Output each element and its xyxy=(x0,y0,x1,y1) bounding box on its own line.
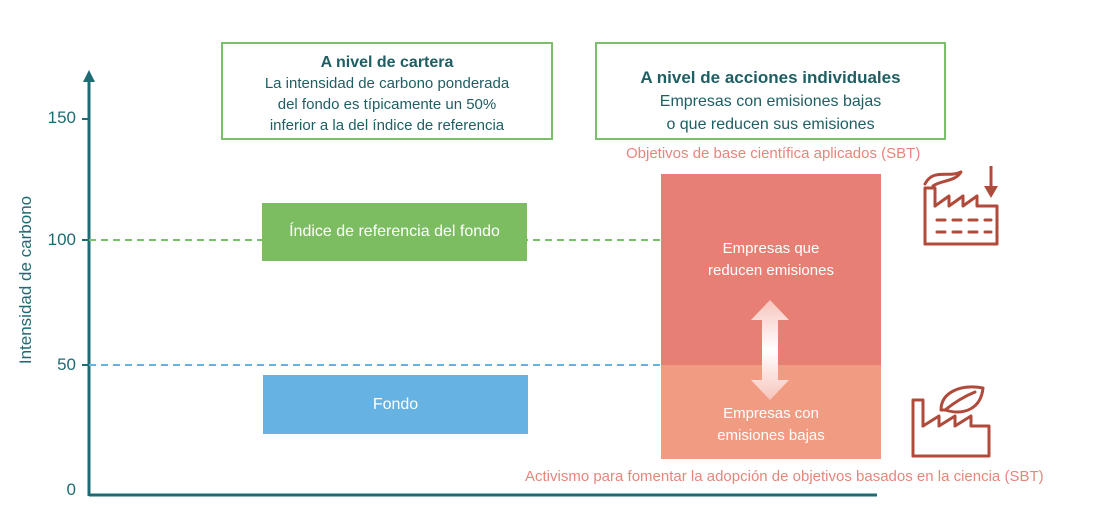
stock-level-box: A nivel de acciones individuales Empresa… xyxy=(595,42,946,140)
tick-label-100: 100 xyxy=(47,230,76,249)
tick-label-0: 0 xyxy=(66,480,76,499)
double-arrow-icon xyxy=(751,300,789,400)
factory-reducing-icon xyxy=(923,166,999,246)
benchmark-bar: Índice de referencia del fondo xyxy=(262,203,527,261)
low-emissions-line-2: emisiones bajas xyxy=(717,427,825,444)
stock-level-title: A nivel de acciones individuales xyxy=(640,68,901,87)
fund-bar: Fondo xyxy=(263,375,528,434)
tick-label-50: 50 xyxy=(57,355,76,374)
factory-leaf-icon xyxy=(911,385,991,458)
portfolio-level-title: A nivel de cartera xyxy=(320,54,454,71)
sbt-applied-caption: Objetivos de base científica aplicados (… xyxy=(626,145,921,162)
portfolio-level-box: A nivel de cartera La intensidad de carb… xyxy=(221,42,553,140)
stock-level-line-1: Empresas con emisiones bajas xyxy=(659,93,882,110)
activism-caption: Activismo para fomentar la adopción de o… xyxy=(525,468,1044,485)
fund-bar-label: Fondo xyxy=(372,395,419,413)
tick-label-150: 150 xyxy=(47,108,76,127)
portfolio-level-line-1: La intensidad de carbono ponderada xyxy=(264,75,510,92)
reducing-emissions-line-1: Empresas que xyxy=(722,240,820,257)
reducing-emissions-line-2: reducen emisiones xyxy=(708,262,834,279)
portfolio-level-line-2: del fondo es típicamente un 50% xyxy=(277,96,497,113)
low-emissions-line-1: Empresas con xyxy=(723,405,819,422)
stock-level-line-2: o que reducen sus emisiones xyxy=(666,116,875,133)
benchmark-bar-label: Índice de referencia del fondo xyxy=(289,223,500,240)
portfolio-level-line-3: inferior a la del índice de referencia xyxy=(269,117,505,134)
y-axis-arrow-icon xyxy=(83,70,95,82)
